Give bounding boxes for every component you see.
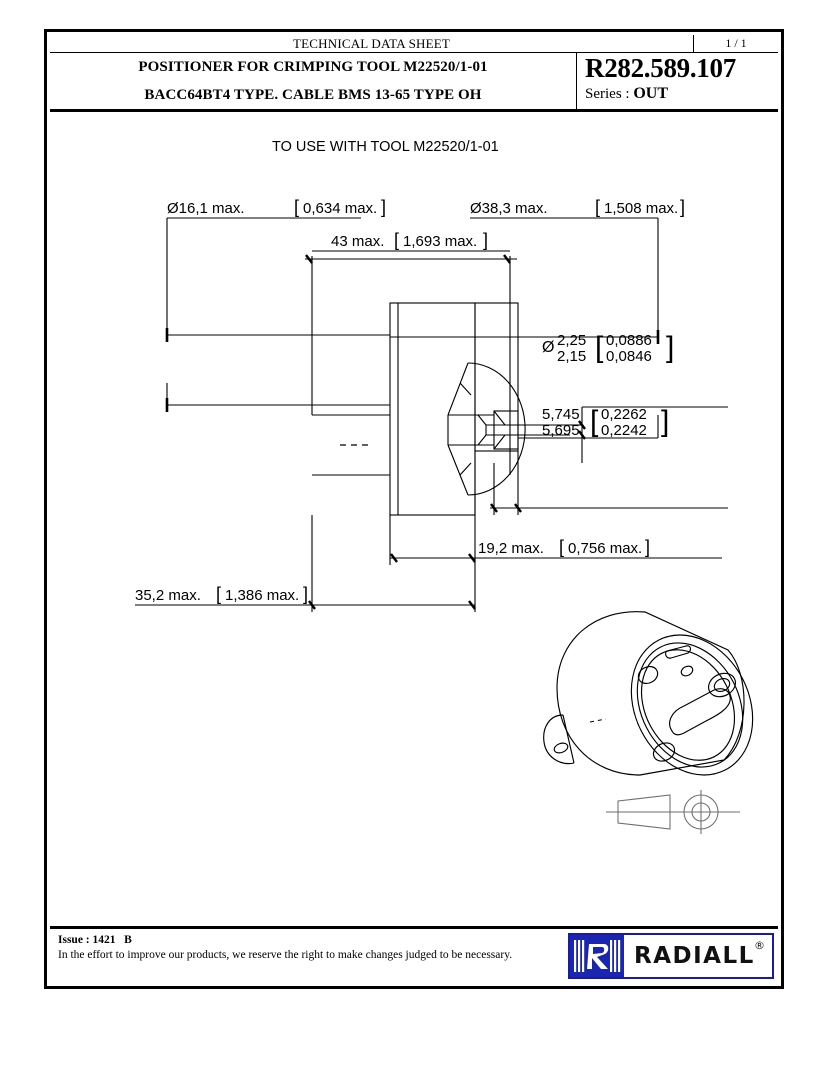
dim-bore-lower-bracket: 0,0846 — [606, 348, 652, 365]
drawing-note: TO USE WITH TOOL M22520/1-01 — [272, 139, 499, 155]
dim-bore-lower: 2,15 — [557, 348, 586, 365]
radiall-logo: RADIALL ® — [568, 933, 774, 979]
issue-line: Issue : 1421 B — [58, 934, 558, 948]
dim-depth-lower: 5,695 — [542, 422, 580, 439]
isometric-view — [543, 611, 754, 776]
series-row: Series : OUT — [585, 85, 668, 103]
sheet-title: TECHNICAL DATA SHEET — [292, 36, 451, 51]
dim-diameter-left-bracket: 0,634 max. — [303, 200, 377, 217]
issue-number: 1421 — [92, 934, 116, 946]
bracket-open-6: [ — [559, 537, 564, 557]
bracket-close-1: ] — [381, 197, 386, 217]
dim-diameter-right-bracket: 1,508 max. — [604, 200, 678, 217]
dim-bore-upper: 2,25 — [557, 332, 586, 349]
series-label: Series : — [585, 86, 634, 102]
bracket-close-5: ] — [661, 405, 669, 438]
bracket-close-4: ] — [666, 331, 674, 364]
bracket-open-4: [ — [595, 331, 604, 364]
dim-width-bottom: 35,2 max. — [135, 587, 201, 604]
bracket-close-3: ] — [483, 230, 488, 250]
technical-drawing-area: TO USE WITH TOOL M22520/1-01 — [50, 115, 778, 923]
disclaimer-text: In the effort to improve our products, w… — [58, 948, 513, 961]
dim-depth-upper-bracket: 0,2262 — [601, 406, 647, 423]
bracket-open-3: [ — [394, 230, 399, 250]
issue-revision: B — [124, 934, 132, 946]
data-sheet-page: TECHNICAL DATA SHEET 1 / 1 POSITIONER FO… — [44, 29, 784, 989]
dim-length-top: 43 max. — [331, 233, 384, 250]
header-main-row: POSITIONER FOR CRIMPING TOOL M22520/1-01… — [50, 53, 778, 112]
radiall-r-glyph — [574, 940, 621, 972]
sheet-header: TECHNICAL DATA SHEET 1 / 1 POSITIONER FO… — [47, 32, 781, 115]
dim-bore-diameter-symbol: Ø — [542, 339, 554, 356]
footer-text-block: Issue : 1421 B In the effort to improve … — [58, 934, 558, 962]
dim-width-right-bracket: 0,756 max. — [568, 540, 642, 557]
bracket-open-2: [ — [595, 197, 600, 217]
issue-label: Issue : — [58, 934, 93, 946]
bracket-close-7: ] — [303, 584, 308, 604]
page-number: 1 / 1 — [693, 35, 778, 52]
dim-width-bottom-bracket: 1,386 max. — [225, 587, 299, 604]
description-line-2: BACC64BT4 TYPE. CABLE BMS 13-65 TYPE OH — [144, 86, 482, 103]
series-value: OUT — [633, 85, 668, 102]
sheet-footer: Issue : 1421 B In the effort to improve … — [50, 926, 778, 986]
registered-trademark-icon: ® — [754, 939, 765, 952]
radiall-logo-mark — [570, 935, 624, 977]
description-line-1: POSITIONER FOR CRIMPING TOOL M22520/1-01 — [138, 58, 488, 75]
dim-depth-upper: 5,745 — [542, 406, 580, 423]
bracket-open-7: [ — [216, 584, 221, 604]
radiall-wordmark-wrap: RADIALL ® — [624, 935, 772, 977]
dim-bore-upper-bracket: 0,0886 — [606, 332, 652, 349]
taper-detail-view — [606, 790, 740, 834]
dim-length-top-bracket: 1,693 max. — [403, 233, 477, 250]
technical-drawing: TO USE WITH TOOL M22520/1-01 — [135, 139, 754, 834]
part-reference-block: R282.589.107 Series : OUT — [577, 53, 778, 109]
bracket-open-1: [ — [294, 197, 299, 217]
radiall-wordmark: RADIALL — [634, 943, 755, 969]
product-description: POSITIONER FOR CRIMPING TOOL M22520/1-01… — [50, 53, 577, 109]
bracket-close-2: ] — [680, 197, 685, 217]
dim-diameter-left: Ø16,1 max. — [167, 200, 245, 217]
bracket-close-6: ] — [645, 537, 650, 557]
bracket-open-5: [ — [590, 405, 599, 438]
part-number: R282.589.107 — [585, 53, 736, 83]
dim-diameter-right: Ø38,3 max. — [470, 200, 548, 217]
dim-width-right: 19,2 max. — [478, 540, 544, 557]
dim-depth-lower-bracket: 0,2242 — [601, 422, 647, 439]
header-top-row: TECHNICAL DATA SHEET 1 / 1 — [50, 35, 778, 53]
